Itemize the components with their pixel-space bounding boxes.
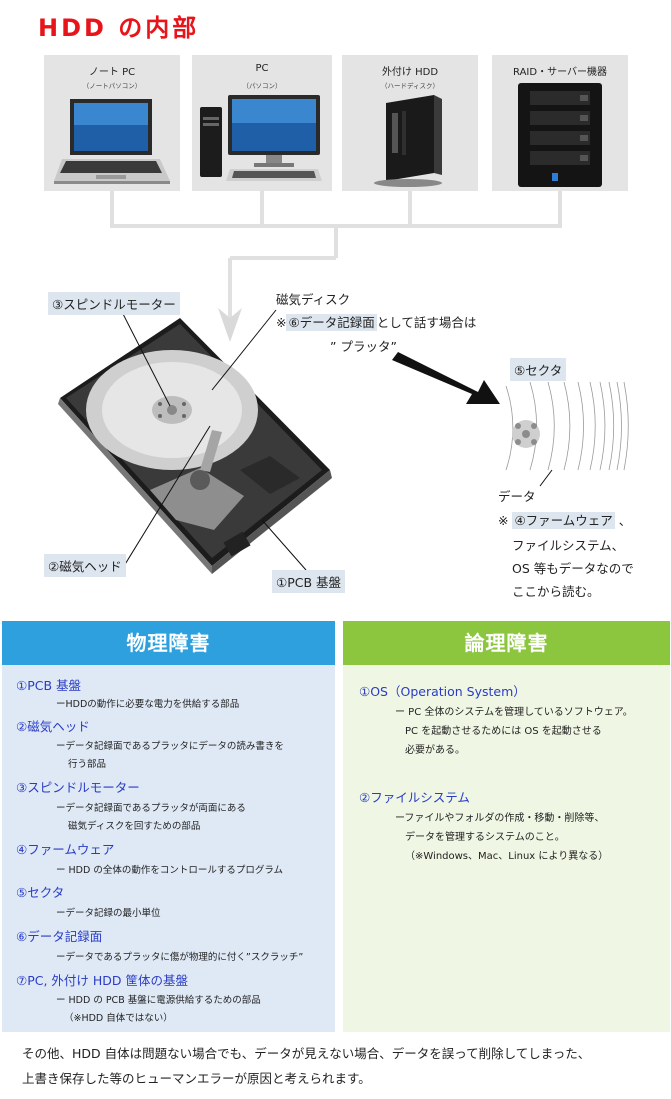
item-sector-title: ⑤セクタ: [16, 885, 65, 900]
label-os: OS 等もデータなので: [512, 561, 634, 576]
device-card-external-hdd: 外付け HDD （ハードディスク）: [342, 55, 478, 191]
item-chassis-title: ⑦PC, 外付け HDD 筐体の基盤: [16, 973, 189, 988]
external-hdd-icon: [374, 95, 442, 187]
footer-line-1: その他、HDD 自体は問題ない場合でも、データが見えない場合、データを誤って削除…: [22, 1046, 591, 1061]
note-mark: ※: [498, 513, 509, 528]
physical-failure-panel: ①PCB 基盤 ーHDDの動作に必要な電力を供給する部品 ②磁気ヘッド ーデータ…: [2, 665, 335, 1032]
label-disk-note: ※⑥データ記録面として話す場合は: [276, 312, 476, 331]
device-card-pc: PC （パソコン）: [192, 55, 332, 191]
item-chassis-desc: ー HDD の PCB 基盤に電源供給するための部品: [56, 995, 261, 1006]
item-spindle-desc-2: 磁気ディスクを回すための部品: [68, 821, 201, 832]
item-filesystem-desc-3: （※Windows、Mac、Linux により異なる）: [405, 851, 609, 862]
label-platter: ” プラッタ”: [330, 339, 397, 354]
item-os-desc: ー PC 全体のシステムを管理しているソフトウェア。: [395, 707, 633, 718]
raid-server-icon: [518, 83, 602, 187]
label-spindle-motor: ③スピンドルモーター: [48, 292, 180, 315]
connector-lines: [110, 191, 562, 342]
device-name: PC: [255, 63, 269, 74]
highlight-firmware: ④ファームウェア: [512, 512, 615, 529]
device-name: ノート PC: [88, 67, 136, 78]
physical-failure-heading: 物理障害: [2, 621, 335, 665]
item-pcb-desc: ーHDDの動作に必要な電力を供給する部品: [56, 699, 240, 710]
item-os-desc-2: PC を起動させるためには OS を起動させる: [405, 726, 602, 737]
device-subtitle: （ノートパソコン）: [82, 82, 142, 90]
item-filesystem-title: ②ファイルシステム: [359, 790, 470, 805]
device-name: RAID・サーバー機器: [513, 67, 607, 78]
label-read-from-here: ここから読む。: [512, 584, 600, 599]
device-card-laptop: ノート PC （ノートパソコン）: [44, 55, 180, 191]
item-firmware-desc: ー HDD の全体の動作をコントロールするプログラム: [56, 865, 284, 876]
label-magnetic-head: ②磁気ヘッド: [44, 554, 126, 577]
item-firmware-title: ④ファームウェア: [16, 842, 115, 857]
footer-note: その他、HDD 自体は問題ない場合でも、データが見えない場合、データを誤って削除…: [22, 1041, 590, 1091]
item-data-surface-desc: ーデータであるプラッタに傷が物理的に付く”スクラッチ”: [56, 952, 304, 963]
sector-illustration: [505, 381, 629, 471]
item-head-desc-2: 行う部品: [68, 759, 107, 770]
item-os-title: ①OS（Operation System）: [359, 684, 526, 699]
label-firmware-note: ※ ④ファームウェア 、: [498, 510, 631, 529]
label-data: データ: [498, 489, 536, 504]
item-spindle-title: ③スピンドルモーター: [16, 780, 140, 795]
note-mark: ※: [276, 315, 287, 330]
item-spindle-desc: ーデータ記録面であるプラッタが両面にある: [56, 803, 246, 814]
note-suffix: として話す場合は: [376, 315, 477, 330]
item-filesystem-desc: ーファイルやフォルダの作成・移動・削除等、: [395, 813, 605, 824]
device-name: 外付け HDD: [381, 67, 439, 78]
item-head-desc: ーデータ記録面であるプラッタにデータの読み書きを: [56, 741, 284, 752]
device-subtitle: （ハードディスク）: [380, 82, 440, 90]
hdd-illustration: [58, 307, 629, 574]
logical-failure-panel: ①OS（Operation System） ー PC 全体のシステムを管理してい…: [343, 665, 670, 1032]
footer-line-2: 上書き保存した等のヒューマンエラーが原因と考えられます。: [22, 1071, 371, 1086]
laptop-icon: [54, 99, 170, 184]
label-filesystem: ファイルシステム、: [512, 538, 625, 553]
note-suffix: 、: [618, 513, 632, 528]
logical-failure-heading: 論理障害: [343, 621, 670, 665]
item-pcb-title: ①PCB 基盤: [16, 678, 82, 693]
page-title: HDD の内部: [38, 14, 200, 42]
label-pcb: ①PCB 基盤: [272, 570, 346, 593]
item-head-title: ②磁気ヘッド: [16, 719, 90, 734]
desktop-pc-icon: [200, 95, 322, 181]
item-data-surface-title: ⑥データ記録面: [16, 929, 103, 944]
item-os-desc-3: 必要がある。: [405, 745, 465, 756]
device-subtitle: （パソコン）: [242, 82, 282, 90]
item-filesystem-desc-2: データを管理するシステムのこと。: [405, 832, 565, 843]
highlight-data-surface: ⑥データ記録面: [286, 314, 377, 331]
label-magnetic-disk: 磁気ディスク: [276, 292, 351, 307]
item-chassis-desc-2: （※HDD 自体ではない）: [64, 1013, 173, 1024]
device-card-raid-server: RAID・サーバー機器: [492, 55, 628, 191]
label-sector: ⑤セクタ: [510, 358, 567, 381]
item-sector-desc: ーデータ記録の最小単位: [56, 908, 161, 919]
